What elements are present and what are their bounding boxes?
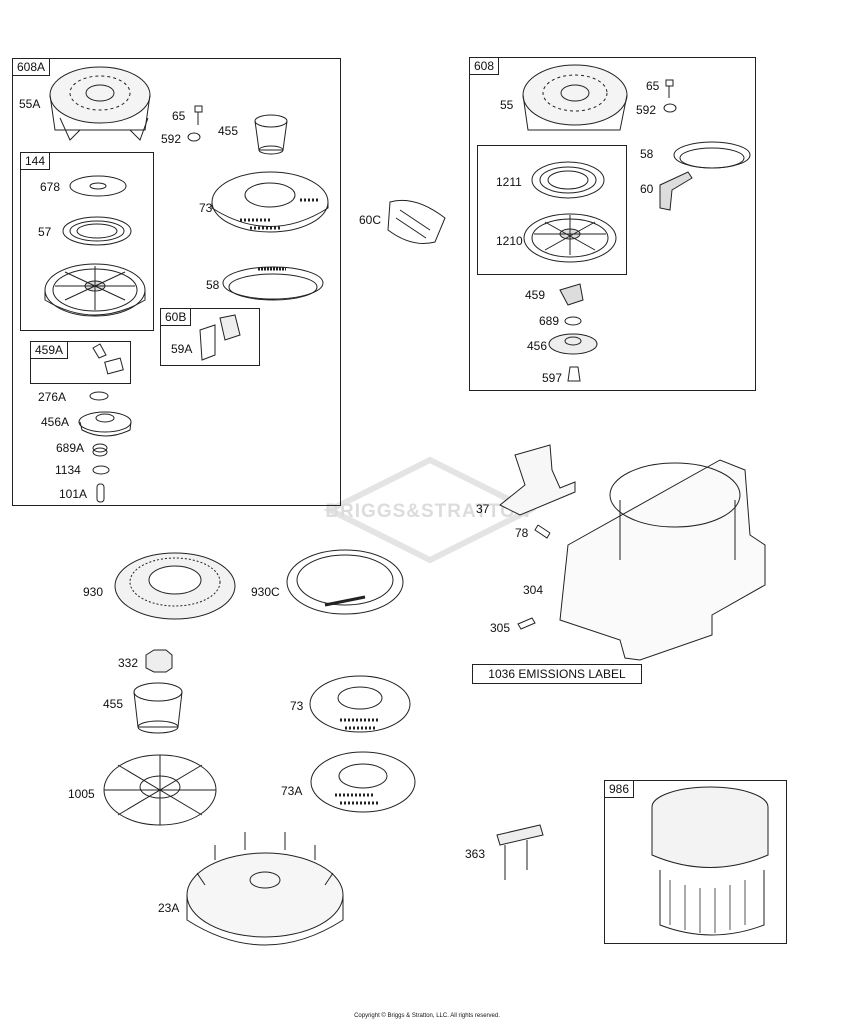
kit-box-986: 986	[604, 780, 787, 944]
washer-1134	[92, 465, 110, 475]
rewind-housing-55A	[49, 66, 151, 141]
baffle-37	[499, 444, 576, 516]
kit-box-144: 144	[20, 152, 154, 331]
washer-678	[69, 175, 127, 197]
kit-tag-459A: 459A	[31, 342, 69, 359]
label-304: 304	[523, 583, 544, 597]
copyright-footer: Copyright © Briggs & Stratton, LLC. All …	[354, 1013, 500, 1019]
bolt-65a	[194, 105, 203, 125]
kit-box-1211-1210	[477, 145, 627, 275]
kit-tag-144: 144	[21, 153, 51, 170]
label-55A: 55A	[19, 97, 41, 111]
flywheel-23A	[186, 832, 344, 946]
nut-592a	[187, 132, 201, 142]
pulley-144	[44, 263, 146, 317]
label-59A: 59A	[171, 342, 193, 356]
label-73b: 73	[290, 699, 304, 713]
label-37: 37	[476, 502, 490, 516]
emissions-label: 1036 EMISSIONS LABEL	[472, 664, 642, 684]
kit-tag-986: 986	[605, 781, 635, 798]
pawl-459A	[92, 343, 124, 375]
retainer-456	[548, 333, 598, 355]
spring-689	[564, 316, 582, 326]
label-305: 305	[490, 621, 511, 635]
screen-73A	[310, 751, 416, 813]
label-456: 456	[527, 339, 548, 353]
label-689A: 689A	[56, 441, 85, 455]
cup-455a	[254, 114, 288, 155]
label-455b: 455	[103, 697, 124, 711]
washer-276A	[89, 391, 109, 401]
label-276A: 276A	[38, 390, 67, 404]
label-58a: 58	[206, 278, 220, 292]
label-1134: 1134	[55, 463, 81, 477]
screen-73a	[211, 171, 329, 233]
pulley-1210	[523, 213, 617, 263]
spring-1211	[531, 161, 605, 199]
pin-101A	[96, 483, 105, 503]
label-597: 597	[542, 371, 563, 385]
air-filter-986	[651, 786, 769, 936]
rope-58a	[222, 266, 324, 301]
label-55: 55	[500, 98, 514, 112]
screen-73b	[309, 675, 411, 733]
pin-597	[567, 366, 581, 382]
screen-930C	[286, 549, 404, 615]
cup-455b	[133, 682, 183, 734]
label-332: 332	[118, 656, 139, 670]
label-1005: 1005	[68, 787, 95, 801]
label-363: 363	[465, 847, 486, 861]
kit-box-608: 608	[469, 57, 756, 391]
kit-tag-608A: 608A	[13, 59, 51, 76]
label-65b: 65	[646, 79, 660, 93]
label-689: 689	[539, 314, 560, 328]
spring-689A	[92, 443, 108, 457]
kit-box-459A: 459A	[30, 341, 131, 384]
switch-363	[496, 824, 544, 880]
spring-57	[62, 216, 132, 246]
kit-tag-60B: 60B	[161, 309, 192, 326]
label-459: 459	[525, 288, 546, 302]
nut-332	[145, 649, 173, 673]
kit-box-608A: 608A	[12, 58, 341, 506]
watermark-text: BRIGGS&STRATTON	[325, 501, 531, 522]
rope-58b	[673, 141, 751, 169]
bolt-78	[534, 524, 551, 539]
handle-60	[659, 171, 693, 211]
kit-tag-608: 608	[470, 58, 500, 75]
blower-housing-304	[559, 459, 766, 661]
label-65a: 65	[172, 109, 186, 123]
label-592b: 592	[636, 103, 657, 117]
label-1211: 1211	[496, 175, 522, 189]
bolt-305	[517, 617, 536, 630]
label-73a: 73	[199, 201, 213, 215]
label-455a: 455	[218, 124, 239, 138]
nut-592b	[663, 103, 677, 113]
label-23A: 23A	[158, 901, 180, 915]
label-456A: 456A	[41, 415, 70, 429]
screen-930	[114, 552, 236, 620]
label-60C: 60C	[359, 213, 382, 227]
pawl-459	[559, 283, 584, 306]
label-60: 60	[640, 182, 654, 196]
label-57: 57	[38, 225, 52, 239]
handle-59A	[199, 314, 241, 361]
label-58b: 58	[640, 147, 654, 161]
label-592a: 592	[161, 132, 182, 146]
label-73A: 73A	[281, 784, 303, 798]
label-1210: 1210	[496, 234, 523, 248]
bolt-65b	[665, 79, 674, 98]
handle-60C	[387, 199, 446, 244]
label-930: 930	[83, 585, 104, 599]
label-101A: 101A	[59, 487, 88, 501]
label-678: 678	[40, 180, 61, 194]
kit-box-60B: 60B	[160, 308, 260, 366]
label-78: 78	[515, 526, 529, 540]
fan-1005	[103, 754, 217, 826]
retainer-456A	[78, 411, 132, 437]
label-930C: 930C	[251, 585, 280, 599]
rewind-housing-55	[522, 64, 628, 131]
